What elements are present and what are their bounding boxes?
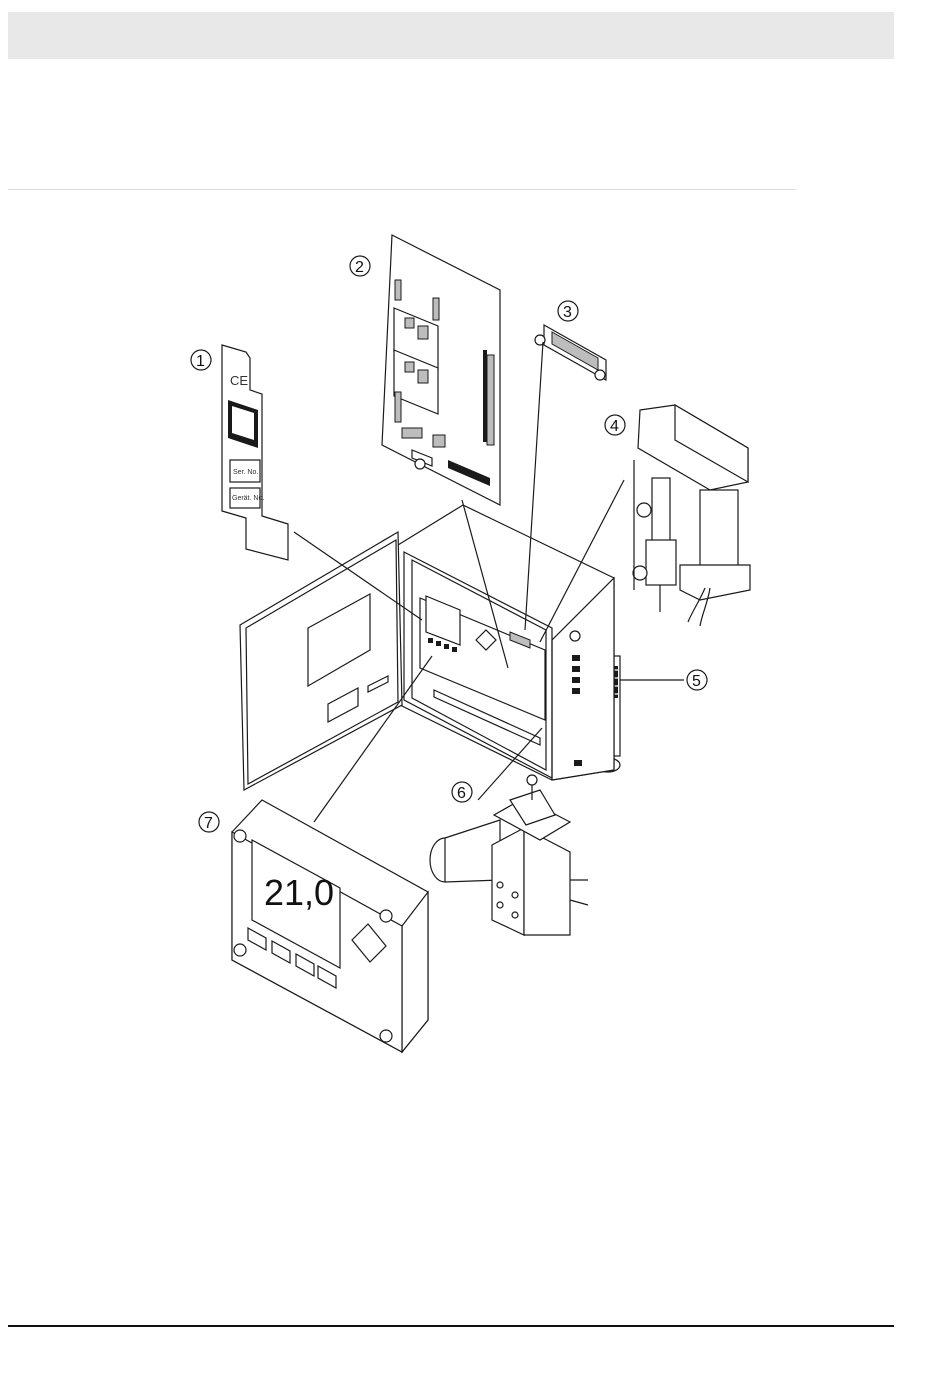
callout-7: 7: [199, 812, 219, 832]
serial-label: Ser. No.: [233, 469, 258, 476]
connector-part: [535, 325, 606, 380]
svg-text:7: 7: [204, 815, 213, 832]
measuring-cell-part: [633, 405, 750, 626]
display-value: 21,0: [264, 872, 334, 913]
svg-text:5: 5: [692, 673, 701, 690]
circuit-board-part: [382, 235, 500, 505]
callout-1: 1: [191, 350, 211, 370]
callout-4: 4: [605, 415, 625, 435]
svg-text:2: 2: [355, 259, 364, 276]
svg-text:6: 6: [457, 785, 466, 802]
callout-2: 2: [350, 256, 370, 276]
pump-part: [430, 775, 588, 935]
svg-text:4: 4: [610, 418, 619, 435]
svg-text:3: 3: [563, 304, 572, 321]
svg-text:1: 1: [196, 353, 205, 370]
type-plate-part: CE Ser. No. Gerät. No.: [222, 345, 288, 560]
display-unit-part: 21,0: [232, 800, 428, 1052]
ce-mark: CE: [230, 373, 248, 388]
callout-5: 5: [687, 670, 707, 690]
device-label: Gerät. No.: [232, 495, 264, 502]
callout-6: 6: [452, 782, 472, 802]
enclosure: [240, 505, 614, 790]
callout-3: 3: [558, 301, 578, 321]
